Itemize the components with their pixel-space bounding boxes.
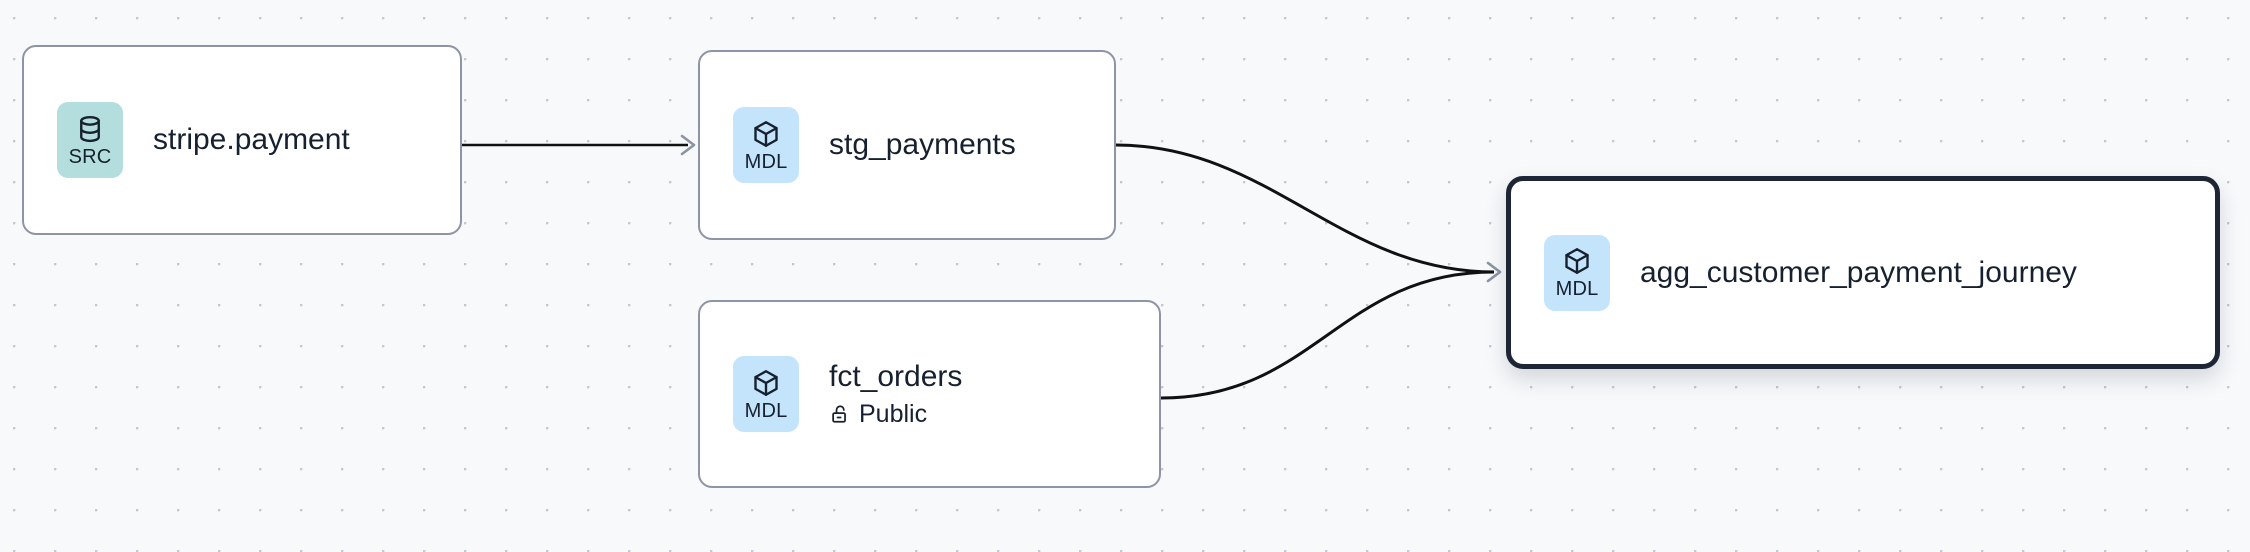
- badge-label: MDL: [1555, 278, 1599, 300]
- edge-stripe-to-stg: [462, 134, 696, 156]
- node-title: stg_payments: [829, 128, 1016, 161]
- badge-label: MDL: [744, 150, 788, 173]
- node-visibility: Public: [829, 400, 962, 428]
- cube-icon: [1562, 246, 1592, 276]
- node-type-badge-src: SRC: [57, 102, 123, 178]
- edge-fct-to-agg: [1160, 261, 1502, 400]
- node-title: stripe.payment: [153, 123, 350, 156]
- node-type-badge-mdl: MDL: [1544, 234, 1610, 311]
- visibility-label: Public: [859, 400, 928, 428]
- badge-label: MDL: [744, 399, 788, 422]
- lineage-node-fct-orders[interactable]: MDL fct_orders Public: [698, 300, 1161, 488]
- badge-label: SRC: [68, 145, 112, 168]
- edge-stg-to-agg: [1115, 143, 1495, 274]
- node-title: fct_orders: [829, 360, 963, 393]
- unlock-icon: [829, 403, 851, 425]
- cube-icon: [751, 119, 781, 149]
- database-icon: [75, 114, 105, 144]
- node-type-badge-mdl: MDL: [733, 356, 799, 432]
- node-text-block: stripe.payment: [153, 123, 350, 157]
- node-type-badge-mdl: MDL: [733, 107, 799, 183]
- lineage-node-agg-customer-payment-journey[interactable]: MDL agg_customer_payment_journey: [1506, 176, 2220, 369]
- node-text-block: agg_customer_payment_journey: [1640, 256, 2077, 290]
- node-text-block: fct_orders Public: [829, 360, 962, 428]
- node-text-block: stg_payments: [829, 128, 1016, 162]
- node-title: agg_customer_payment_journey: [1640, 255, 2077, 289]
- lineage-node-stg-payments[interactable]: MDL stg_payments: [698, 50, 1116, 240]
- cube-icon: [751, 368, 781, 398]
- lineage-node-stripe-payment[interactable]: SRC stripe.payment: [22, 45, 462, 235]
